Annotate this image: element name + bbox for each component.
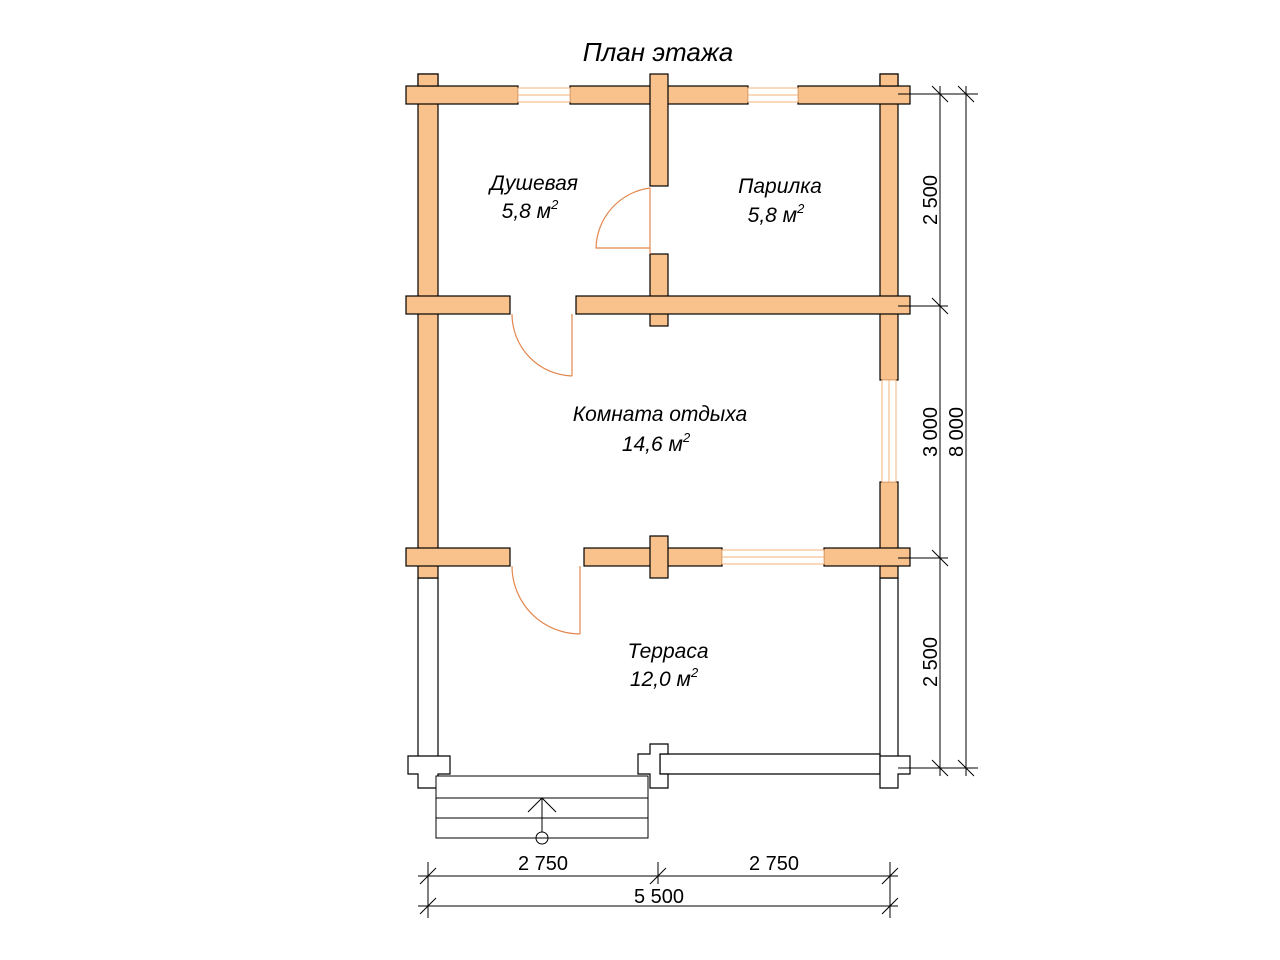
wall-top-right bbox=[797, 85, 911, 105]
dim-bottom-total: 5 500 bbox=[634, 886, 684, 908]
room-name-lounge: Комната отдыха bbox=[573, 403, 747, 426]
doors bbox=[511, 187, 651, 635]
walls bbox=[405, 73, 911, 579]
wall-partition-lower bbox=[649, 253, 669, 327]
wall-low-post bbox=[649, 535, 669, 579]
terrace-post-middle bbox=[637, 743, 669, 789]
dim-bottom-2: 2 750 bbox=[749, 853, 799, 875]
dim-right-1: 2 500 bbox=[920, 175, 942, 225]
dim-right-total: 8 000 bbox=[946, 407, 968, 457]
room-name-terrace: Терраса bbox=[627, 640, 708, 663]
windows bbox=[517, 87, 897, 565]
dimensions-right: 2 500 3 000 2 500 8 000 bbox=[898, 85, 978, 777]
door-shower-swing bbox=[511, 313, 573, 377]
plan-title: План этажа bbox=[583, 37, 733, 67]
dim-bottom-1: 2 750 bbox=[518, 853, 568, 875]
wall-partition-upper bbox=[649, 73, 669, 187]
dim-right-3: 2 500 bbox=[920, 637, 942, 687]
door-steam-swing bbox=[595, 187, 651, 249]
room-labels: Душевая 5,8 м2 Парилка 5,8 м2 Комната от… bbox=[488, 172, 822, 691]
entry-marker bbox=[535, 831, 549, 845]
terrace-wall-bottom bbox=[659, 753, 881, 775]
door-terrace-swing bbox=[511, 565, 581, 635]
dimensions-bottom: 2 750 2 750 5 500 bbox=[418, 853, 899, 918]
dim-right-2: 3 000 bbox=[920, 407, 942, 457]
wall-top-left bbox=[405, 85, 519, 105]
terrace-wall-right bbox=[879, 577, 899, 775]
room-area-shower: 5,8 м2 bbox=[502, 197, 559, 223]
terrace-post-right bbox=[879, 755, 911, 789]
wall-low-left bbox=[405, 547, 511, 567]
wall-right-upper bbox=[879, 73, 899, 381]
terrace-wall-left bbox=[417, 577, 439, 775]
room-area-steam: 5,8 м2 bbox=[748, 201, 805, 227]
room-area-lounge: 14,6 м2 bbox=[622, 430, 691, 456]
wall-mid-left bbox=[405, 295, 511, 315]
post-top-right bbox=[879, 73, 899, 87]
room-name-shower: Душевая bbox=[488, 172, 578, 195]
entry-arrow-head bbox=[527, 797, 557, 813]
step-1 bbox=[435, 775, 649, 799]
room-name-steam: Парилка bbox=[738, 175, 822, 198]
wall-left bbox=[417, 73, 439, 579]
terrace-walls bbox=[407, 577, 911, 789]
wall-mid-right bbox=[575, 295, 911, 315]
wall-low-right bbox=[823, 547, 911, 567]
room-area-terrace: 12,0 м2 bbox=[630, 665, 699, 691]
post-top-left bbox=[417, 73, 439, 87]
entrance-steps bbox=[435, 775, 649, 845]
